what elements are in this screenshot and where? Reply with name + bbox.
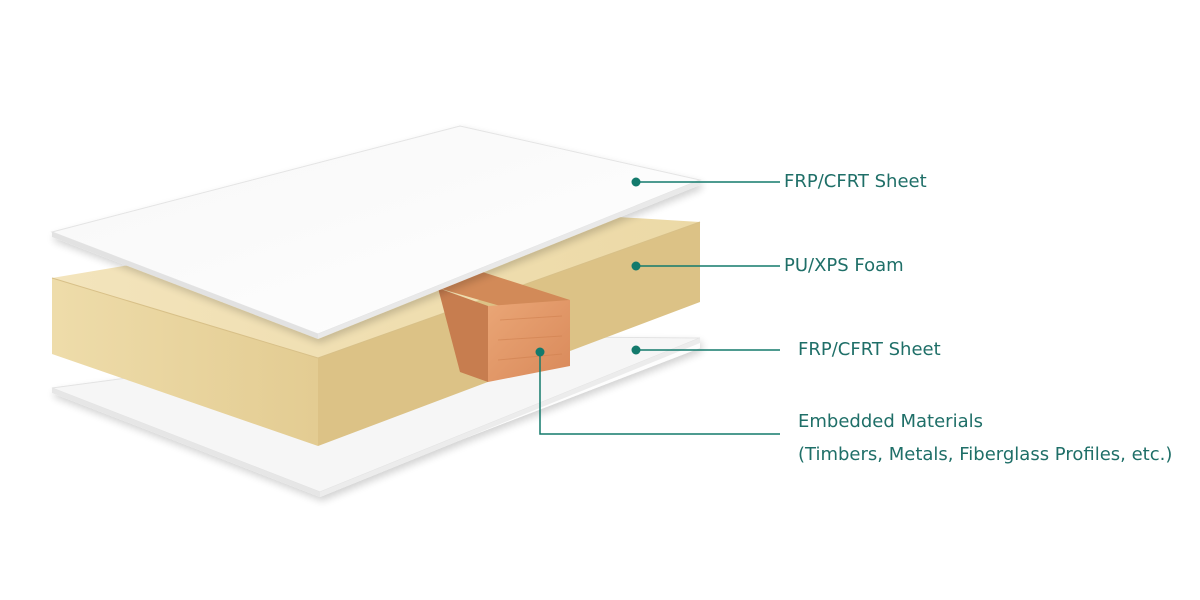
embedded-timber [438,268,570,382]
callout-bottom-sheet [631,345,780,355]
callout-top-sheet [631,177,780,187]
label-embedded-detail: (Timbers, Metals, Fiberglass Profiles, e… [798,444,1173,465]
callout-dot [631,345,641,355]
callout-dot [631,177,641,187]
top-sheet-layer [50,125,702,339]
callout-dot [535,347,545,357]
callout-embedded [535,347,780,435]
callout-dot [631,261,641,271]
label-embedded-group: Embedded Materials (Timbers, Metals, Fib… [798,411,1172,466]
label-top-sheet: FRP/CFRT Sheet [784,171,927,192]
label-embedded-title: Embedded Materials [798,411,983,432]
label-foam: PU/XPS Foam [784,255,904,276]
label-bottom-sheet: FRP/CFRT Sheet [798,339,941,360]
callout-foam [631,261,780,271]
